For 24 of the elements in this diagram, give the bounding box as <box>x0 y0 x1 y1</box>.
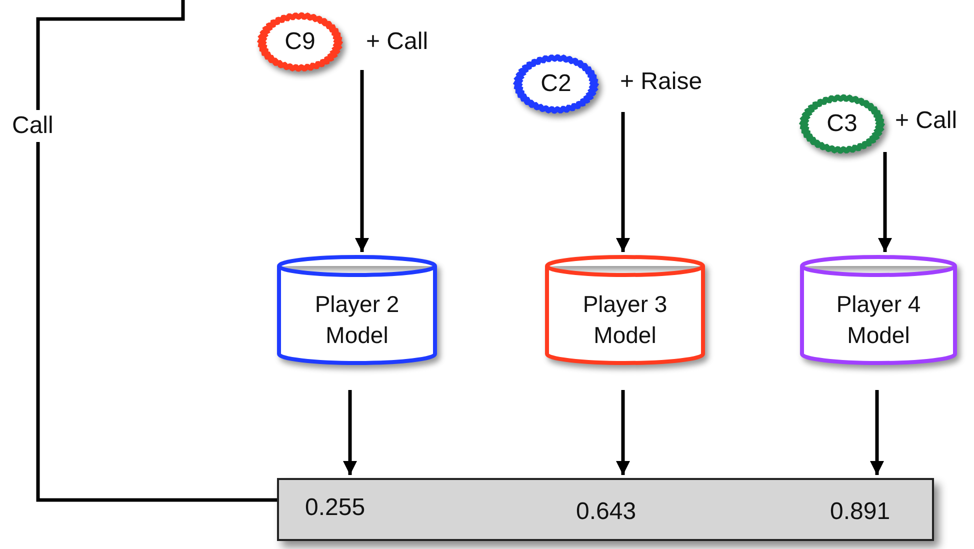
arrow <box>878 152 892 252</box>
action-label: + Call <box>366 28 428 56</box>
connector-line <box>36 0 277 502</box>
model-label: Player 2 Model <box>314 291 400 348</box>
arrow <box>355 70 369 252</box>
card-label: C9 <box>284 28 316 56</box>
model-label: Player 3 Model <box>582 291 668 348</box>
model-label: Player 4 Model <box>836 291 921 348</box>
action-label: + Raise <box>620 68 702 96</box>
arrow <box>343 390 357 475</box>
edge-label: Call <box>12 110 54 142</box>
arrow <box>616 112 630 252</box>
model-cylinder <box>800 255 957 365</box>
model-cylinder <box>545 255 705 365</box>
model-cylinder <box>277 255 437 365</box>
card-label: C3 <box>826 110 858 138</box>
action-label: + Call <box>895 107 958 135</box>
probability-value: 0.643 <box>576 498 636 526</box>
result-panel <box>277 478 934 541</box>
arrow <box>616 390 630 475</box>
probability-value: 0.255 <box>305 494 366 522</box>
arrow <box>870 390 884 475</box>
probability-value: 0.891 <box>830 498 890 526</box>
card-label: C2 <box>540 70 572 98</box>
